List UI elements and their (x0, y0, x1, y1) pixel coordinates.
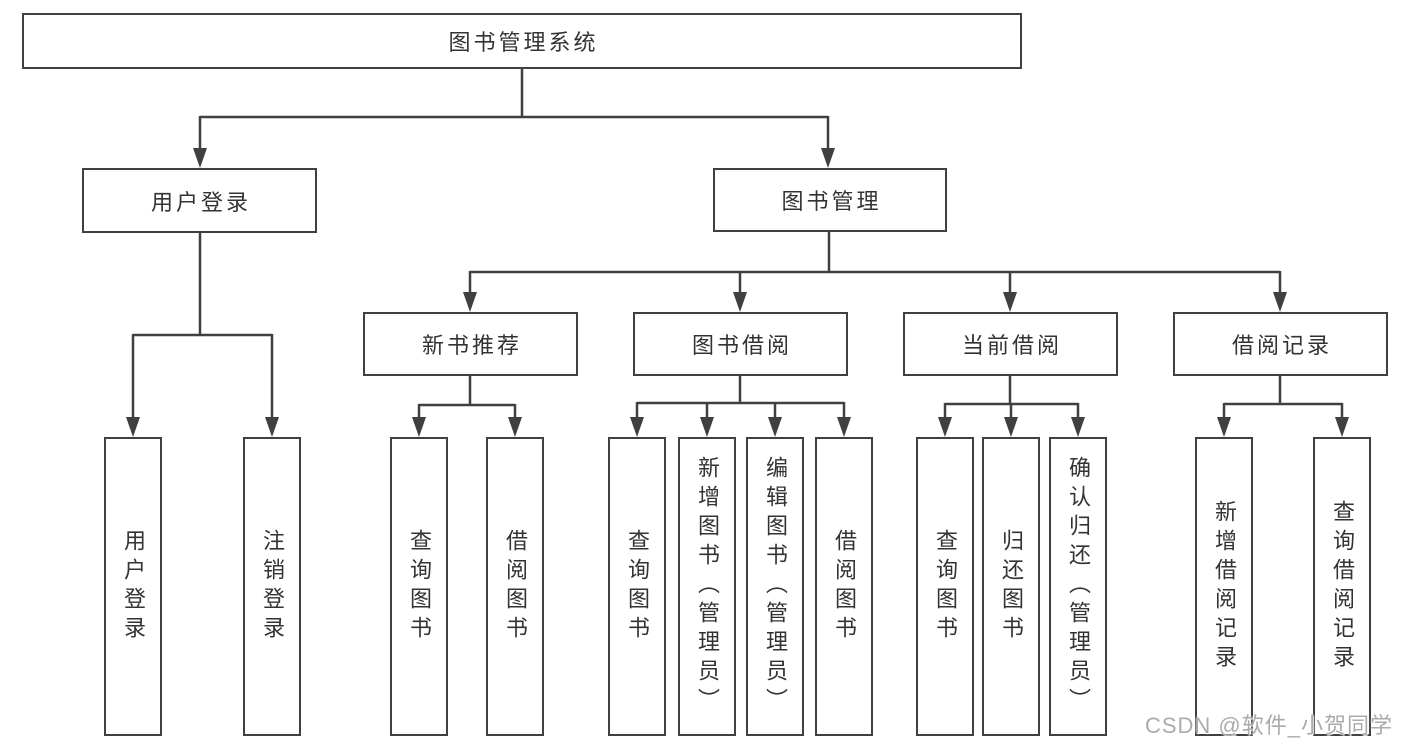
leaf-query-borrow-record-label: 查询借阅记录 (1330, 499, 1355, 674)
leaf-edit-books-admin: 编辑图书（管理员） (746, 437, 804, 736)
arrow-borrow-records (1273, 292, 1287, 312)
leaf-add-books-admin: 新增图书（管理员） (678, 437, 736, 736)
leaf-borrow-books-1-label: 借阅图书 (503, 528, 528, 645)
leaf-query-books-3-label: 查询图书 (933, 528, 958, 645)
leaf-query-books-3: 查询图书 (916, 437, 974, 736)
arrow-user-login (193, 148, 207, 168)
arrow-leaf-add-borrow-record (1217, 417, 1231, 437)
leaf-query-books-2-label: 查询图书 (625, 528, 650, 645)
arrow-leaf-logout (265, 417, 279, 437)
node-current-borrow: 当前借阅 (903, 312, 1118, 376)
arrow-leaf-confirm-return (1071, 417, 1085, 437)
leaf-add-borrow-record: 新增借阅记录 (1195, 437, 1253, 736)
leaf-query-books-1-label: 查询图书 (407, 528, 432, 645)
node-book-management-label: 图书管理 (781, 189, 882, 214)
node-user-login-label: 用户登录 (150, 189, 251, 215)
node-book-borrow-label: 图书借阅 (691, 333, 792, 358)
node-borrow-records-label: 借阅记录 (1231, 333, 1332, 358)
leaf-borrow-books-1: 借阅图书 (486, 437, 544, 736)
leaf-return-books-label: 归还图书 (999, 528, 1024, 645)
arrow-book-borrow (733, 292, 747, 312)
leaf-borrow-books-2-label: 借阅图书 (832, 528, 857, 645)
arrow-leaf-user-login (126, 417, 140, 437)
node-book-borrow: 图书借阅 (633, 312, 848, 376)
leaf-confirm-return-admin: 确认归还（管理员） (1049, 437, 1107, 736)
leaf-user-login-label: 用户登录 (121, 528, 146, 645)
leaf-confirm-return-admin-label: 确认归还（管理员） (1066, 456, 1091, 717)
csdn-watermark: CSDN @软件_小贺同学 (1144, 713, 1393, 738)
node-new-book-recommend-label: 新书推荐 (421, 333, 522, 358)
arrow-leaf-add-books (700, 417, 714, 437)
connector-book-management-children (468, 232, 1282, 293)
arrow-new-book-recommend (463, 292, 477, 312)
leaf-add-borrow-record-label: 新增借阅记录 (1212, 499, 1237, 674)
node-user-login: 用户登录 (82, 168, 317, 233)
connector-current-borrow-children (943, 376, 1080, 418)
leaf-query-borrow-record: 查询借阅记录 (1313, 437, 1371, 736)
arrowheads (126, 148, 1349, 437)
node-root: 图书管理系统 (22, 13, 1022, 69)
node-borrow-records: 借阅记录 (1173, 312, 1388, 376)
arrow-leaf-query-books-1 (412, 417, 426, 437)
leaf-logout: 注销登录 (243, 437, 301, 736)
leaf-add-books-admin-label: 新增图书（管理员） (695, 456, 720, 717)
leaf-logout-label: 注销登录 (260, 528, 285, 645)
connector-new-book-recommend-children (417, 376, 517, 418)
arrow-leaf-borrow-books-2 (837, 417, 851, 437)
connector-borrow-records-children (1222, 376, 1344, 418)
node-current-borrow-label: 当前借阅 (961, 333, 1062, 358)
arrow-leaf-query-borrow-record (1335, 417, 1349, 437)
arrow-leaf-return-books (1004, 417, 1018, 437)
node-root-label: 图书管理系统 (448, 30, 599, 55)
connector-root-to-level2 (198, 69, 830, 149)
connector-user-login-children (131, 233, 274, 418)
leaf-user-login: 用户登录 (104, 437, 162, 736)
leaf-borrow-books-2: 借阅图书 (815, 437, 873, 736)
arrow-leaf-query-books-2 (630, 417, 644, 437)
arrow-current-borrow (1003, 292, 1017, 312)
leaf-edit-books-admin-label: 编辑图书（管理员） (763, 456, 788, 717)
arrow-leaf-edit-books (768, 417, 782, 437)
node-new-book-recommend: 新书推荐 (363, 312, 578, 376)
connector-book-borrow-children (635, 376, 846, 418)
node-book-management: 图书管理 (713, 168, 947, 232)
leaf-return-books: 归还图书 (982, 437, 1040, 736)
leaf-query-books-2: 查询图书 (608, 437, 666, 736)
leaf-query-books-1: 查询图书 (390, 437, 448, 736)
arrow-leaf-query-books-3 (938, 417, 952, 437)
arrow-leaf-borrow-books-1 (508, 417, 522, 437)
arrow-book-management (821, 148, 835, 168)
